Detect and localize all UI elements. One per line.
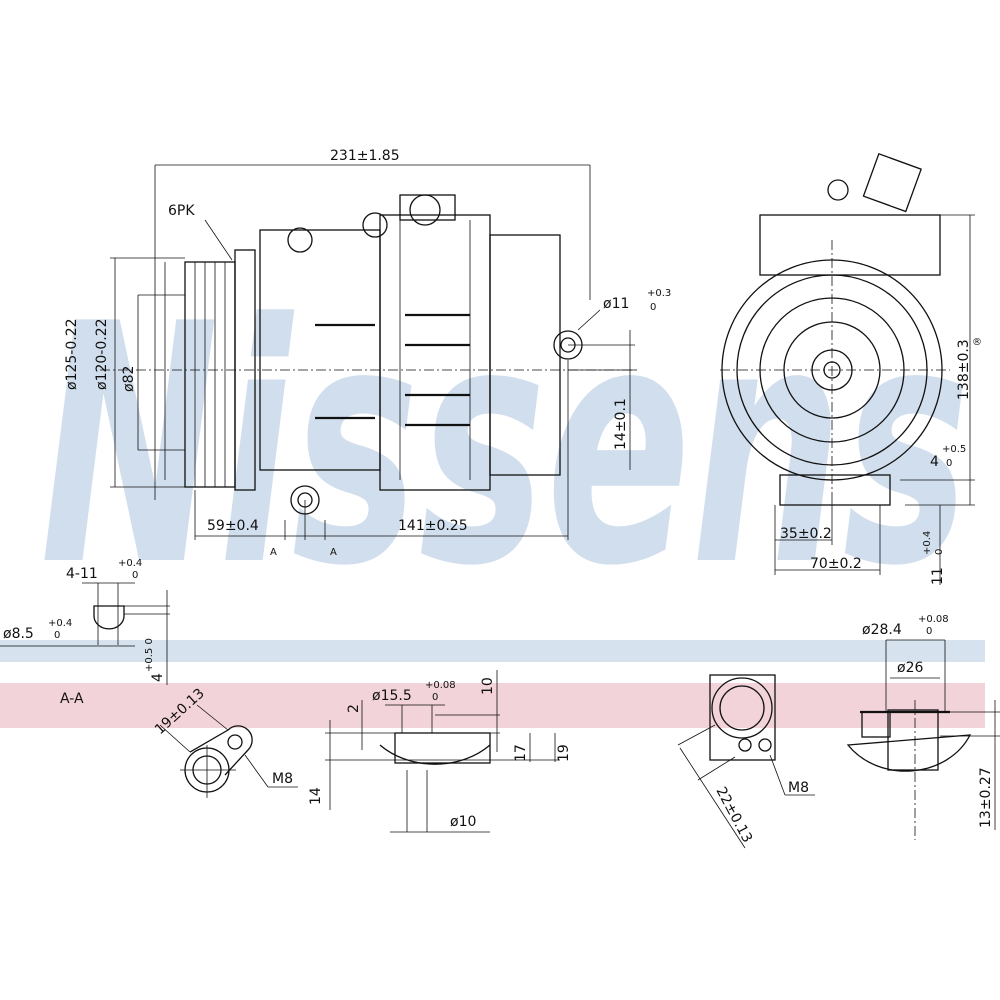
left-port-thread: M8 xyxy=(272,771,293,787)
mount-depth-tol: +0.5 0 xyxy=(144,638,155,672)
registered-mark: ® xyxy=(972,337,982,348)
left-section-dim-19: 19 xyxy=(556,744,572,762)
hole-tol-upper: +0.3 xyxy=(647,288,671,299)
side-view: 231±1.85 ø125-0.22 ø120-0.22 ø82 6PK xyxy=(64,148,671,558)
dim-11: 11 xyxy=(930,567,946,585)
mount-dia-dim: ø8.5 xyxy=(3,626,34,642)
pulley-diameter-dim: ø125-0.22 xyxy=(64,318,80,390)
belt-type-label: 6PK xyxy=(168,203,195,219)
front-view: 138±0.3 4 +0.5 0 35±0.2 70±0.2 11 +0.4 0 xyxy=(720,152,975,585)
right-port-pitch-dim: 22±0.13 xyxy=(712,784,755,845)
mount-dia-tol-upper: +0.4 xyxy=(48,618,72,629)
left-section-dia-tol-upper: +0.08 xyxy=(425,680,456,691)
pulley-diameter-2-dim: ø120-0.22 xyxy=(94,318,110,390)
right-section-dia-tol-lower: 0 xyxy=(926,626,932,637)
left-section-dim-14: 14 xyxy=(308,787,324,805)
hole-diameter-dim: ø11 xyxy=(603,296,629,312)
mount-depth-dim: 4 xyxy=(150,673,166,682)
left-port-section-view: 14 2 ø15.5 +0.08 0 10 17 19 ø10 xyxy=(308,670,572,833)
mount-dia-tol-lower: 0 xyxy=(54,630,60,641)
section-marker-a-left: A xyxy=(270,547,277,558)
right-section-dia-tol-upper: +0.08 xyxy=(918,614,949,625)
right-section-dia-dim: ø28.4 xyxy=(862,622,902,638)
dim-35: 35±0.2 xyxy=(780,526,832,542)
left-section-dia-tol-lower: 0 xyxy=(432,692,438,703)
left-section-dim-17: 17 xyxy=(513,744,529,762)
hole-count-tol-upper: +0.4 xyxy=(118,558,142,569)
right-port-thread: M8 xyxy=(788,780,809,796)
hub-diameter-dim: ø82 xyxy=(121,366,137,392)
height-dim: 138±0.3 xyxy=(956,339,972,400)
dim-4-tol-lower: 0 xyxy=(946,458,952,469)
dim-70: 70±0.2 xyxy=(810,556,862,572)
left-section-dia-dim: ø15.5 xyxy=(372,688,412,704)
overall-length-dim: 231±1.85 xyxy=(330,148,400,164)
offset-14-dim: 14±0.1 xyxy=(613,398,629,450)
dim-11-tol-lower: 0 xyxy=(934,549,945,555)
dim-141: 141±0.25 xyxy=(398,518,468,534)
right-port-section-view: ø28.4 +0.08 0 ø26 13±0.27 xyxy=(846,614,1000,840)
left-section-bore-dim: ø10 xyxy=(450,814,476,830)
pink-band xyxy=(0,683,985,728)
dim-11-tol-upper: +0.4 xyxy=(922,531,933,555)
hole-count-dim: 4-11 xyxy=(66,566,98,582)
section-marker-a-right: A xyxy=(330,547,337,558)
left-section-dim-10: 10 xyxy=(480,677,496,695)
right-section-depth-dim: 13±0.27 xyxy=(978,767,994,828)
left-section-dim-2: 2 xyxy=(346,704,362,713)
dim-4: 4 xyxy=(930,454,939,470)
dim-4-tol-upper: +0.5 xyxy=(942,444,966,455)
right-section-inner-dia: ø26 xyxy=(897,660,923,676)
blue-band xyxy=(0,640,985,662)
mount-hole-detail: 4-11 +0.4 0 ø8.5 +0.4 0 4 +0.5 0 xyxy=(0,558,170,685)
hole-tol-lower: 0 xyxy=(650,302,656,313)
dim-59: 59±0.4 xyxy=(207,518,259,534)
brand-watermark: Nissens xyxy=(40,254,970,638)
section-label: A-A xyxy=(60,691,84,707)
hole-count-tol-lower: 0 xyxy=(132,570,138,581)
